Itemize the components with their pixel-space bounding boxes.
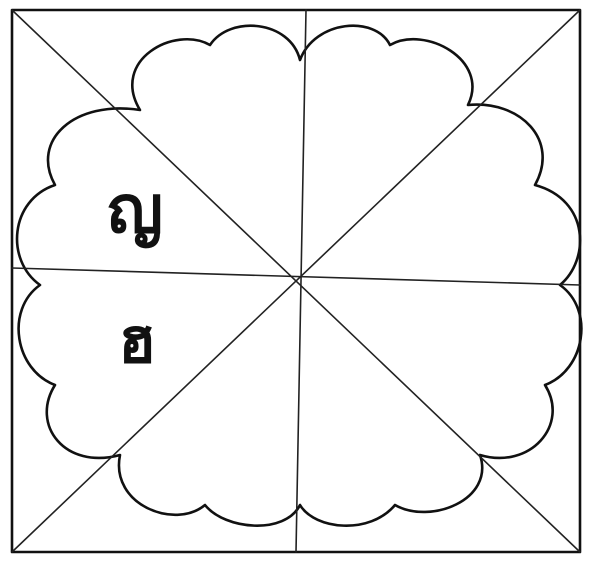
scalloped-flower-outline	[17, 26, 581, 526]
thai-letter-upper: ญ	[107, 171, 163, 248]
thai-letter-lower: ฮ	[118, 304, 156, 377]
